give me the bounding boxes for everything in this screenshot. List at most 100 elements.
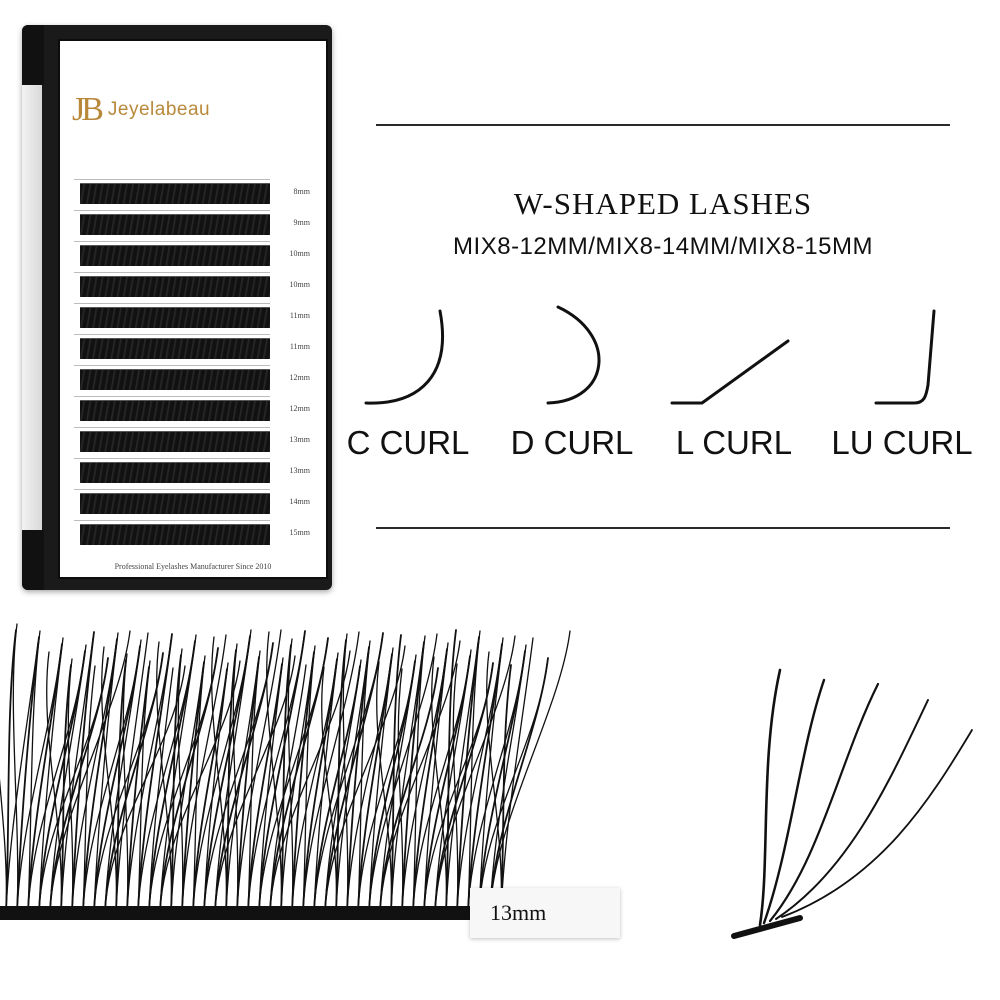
lash-fiber [214, 629, 252, 913]
strip-divider [74, 427, 270, 428]
lash-fiber [486, 651, 503, 913]
strip-divider [74, 179, 270, 180]
strip-length-label: 8mm [293, 187, 310, 196]
lash-fiber [266, 631, 283, 913]
lash-strip [80, 214, 270, 235]
lash-strip [80, 338, 270, 359]
lash-fiber [434, 635, 516, 913]
lash-strip-row: 10mm [74, 241, 312, 272]
lash-fiber [401, 641, 425, 913]
w-lash-fan [731, 668, 973, 939]
strip-divider [74, 303, 270, 304]
strip-length-label: 12mm [289, 404, 310, 413]
c-curl-icon [364, 309, 444, 405]
lash-fiber [236, 629, 282, 913]
bottom-divider [376, 527, 950, 529]
lash-fiber [38, 637, 64, 913]
lash-fiber [500, 664, 512, 913]
lash-strip [80, 524, 270, 545]
tray-caption: Professional Eyelashes Manufacturer Sinc… [114, 562, 272, 571]
lash-fiber [225, 649, 237, 913]
lash-strip [80, 369, 270, 390]
lash-fiber [104, 639, 142, 913]
d-curl-label: D CURL [510, 424, 634, 461]
lash-fiber [181, 661, 205, 913]
lash-fiber [67, 658, 74, 913]
lash-fiber [104, 652, 164, 913]
lash-fiber [335, 639, 347, 913]
lash-fiber [82, 638, 118, 913]
lash-strip-row: 11mm [74, 334, 312, 365]
lash-fiber [192, 668, 228, 913]
lash-fiber [93, 632, 119, 913]
lash-fiber [357, 640, 371, 913]
strip-length-label: 11mm [289, 342, 310, 351]
lash-fiber [71, 631, 95, 913]
lash-fiber [390, 634, 402, 913]
lash-strip [80, 183, 270, 204]
strip-length-label: 9mm [293, 218, 310, 227]
lu-curl-label: LU CURL [831, 424, 973, 461]
lash-strip-row: 8mm [74, 179, 312, 210]
lash-fiber [368, 633, 438, 913]
strip-length-label: 10mm [289, 249, 310, 258]
lash-strip-row: 11mm [74, 303, 312, 334]
lu-curl-icon [874, 309, 936, 405]
lash-fiber [49, 657, 109, 913]
strip-length-label: 10mm [289, 280, 310, 289]
lash-fiber [49, 644, 87, 913]
c-curl-label: C CURL [346, 424, 470, 461]
lash-fiber [181, 634, 227, 913]
strip-length-label: 11mm [289, 311, 310, 320]
lash-fiber [115, 632, 149, 913]
lash-fiber [302, 631, 360, 913]
lash-fiber [397, 668, 404, 913]
lash-fiber [445, 629, 457, 913]
lash-strip [80, 462, 270, 483]
strip-divider [74, 365, 270, 366]
product-lengths: MIX8-12MM/MIX8-14MM/MIX8-15MM [453, 233, 873, 260]
lash-fiber [122, 653, 129, 913]
lash-strip-closeup [0, 623, 571, 920]
lash-fiber [16, 636, 40, 913]
lash-fiber [431, 656, 448, 913]
lash-strip [80, 245, 270, 266]
lash-fiber [302, 645, 316, 913]
tray-hinge [22, 75, 42, 535]
lash-fiber [0, 778, 8, 913]
lash-strip-row: 9mm [74, 210, 312, 241]
strip-length-label: 12mm [289, 373, 310, 382]
d-curl-icon [546, 305, 601, 405]
lash-fiber [291, 651, 315, 913]
lash-fiber [287, 638, 294, 913]
lash-fiber [452, 663, 459, 913]
lash-fiber [115, 659, 127, 913]
size-card: 13mm [470, 888, 620, 938]
lash-fiber [368, 647, 394, 913]
lash-fiber [467, 643, 503, 913]
strip-divider [74, 210, 270, 211]
l-curl-icon [670, 339, 790, 405]
lash-strip [80, 400, 270, 421]
lash-fiber [423, 642, 449, 913]
lash-strip-row: 15mm [74, 520, 312, 551]
lash-fiber [357, 653, 393, 913]
lash-fiber [12, 623, 19, 913]
l-curl-label: L CURL [675, 424, 793, 461]
lash-fiber [137, 633, 173, 913]
lash-fiber [302, 658, 338, 913]
brand-name: Jeyelabeau [107, 99, 211, 120]
lash-strip [80, 431, 270, 452]
lash-strip-row: 12mm [74, 396, 312, 427]
lash-strip-row: 14mm [74, 489, 312, 520]
strip-length-label: 13mm [289, 466, 310, 475]
lash-fiber [500, 637, 534, 913]
lash-fiber [46, 651, 63, 913]
lash-fiber [192, 655, 206, 913]
strip-divider [74, 396, 270, 397]
lash-strip-row: 12mm [74, 365, 312, 396]
lash-fiber [489, 644, 527, 913]
lash-fiber [232, 643, 239, 913]
